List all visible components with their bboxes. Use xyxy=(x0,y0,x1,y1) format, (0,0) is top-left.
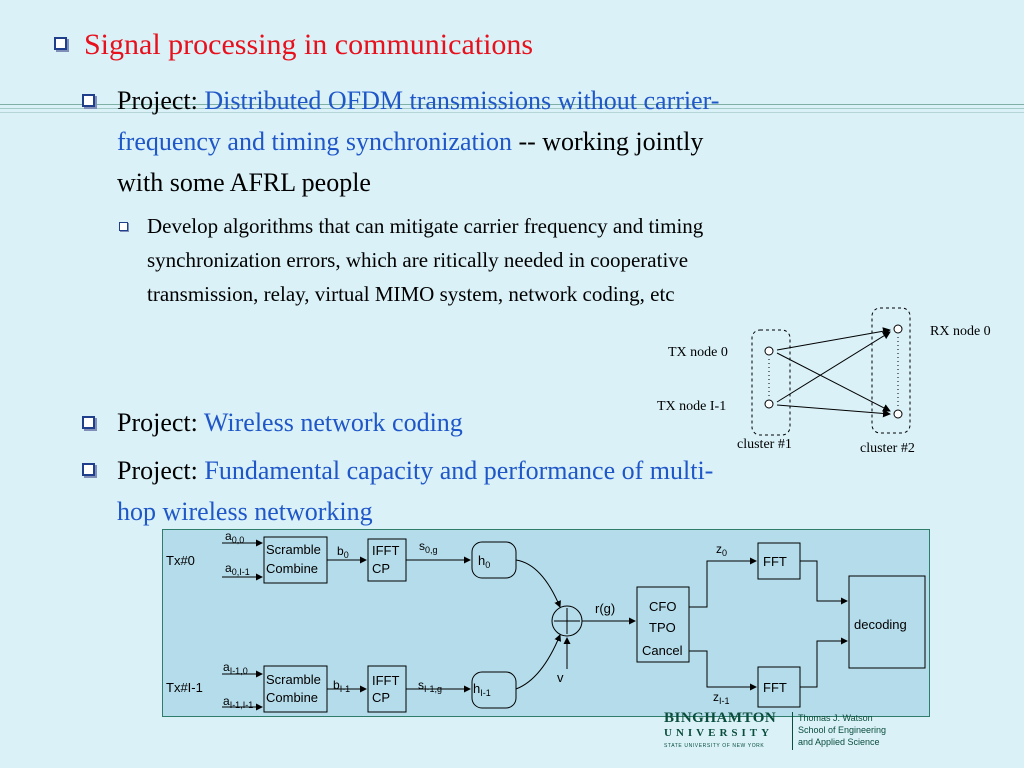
sub-bullet-icon xyxy=(119,222,128,231)
project-prefix: Project: xyxy=(117,408,204,437)
sub-bullet-line3: transmission, relay, virtual MIMO system… xyxy=(147,282,675,306)
cluster-1-box xyxy=(751,329,791,436)
project-title-part2: frequency and timing synchronization xyxy=(117,127,512,156)
logo-divider xyxy=(792,712,793,750)
rx-node-0-label: RX node 0 xyxy=(930,324,991,339)
sub-bullet-line2: synchronization errors, which are ritica… xyxy=(147,248,689,272)
tx-node-0-label: TX node 0 xyxy=(668,345,728,360)
bullet-icon xyxy=(82,416,95,429)
slide-title: Signal processing in communications xyxy=(84,28,534,61)
project-title-part1: Fundamental capacity and performance of … xyxy=(204,456,714,485)
decoding-box xyxy=(848,575,926,669)
bullet-project-network-coding: Project: Wireless network coding xyxy=(117,402,463,443)
project-line3: with some AFRL people xyxy=(117,168,371,197)
rx-node-0-circle xyxy=(893,324,903,334)
combine-label: Combine xyxy=(266,561,318,576)
university-word: UNIVERSITY xyxy=(664,727,774,739)
bullet-icon xyxy=(82,94,95,107)
decorative-line xyxy=(0,108,1024,109)
bullet-icon xyxy=(82,463,95,476)
university-tagline: STATE UNIVERSITY OF NEW YORK xyxy=(664,743,765,749)
school-line2: School of Engineering xyxy=(798,725,887,735)
svg-text:b0: b0 xyxy=(337,544,349,560)
decorative-line xyxy=(0,112,1024,113)
university-logo: BINGHAMTON UNIVERSITY STATE UNIVERSITY O… xyxy=(664,710,894,754)
ifft-cp-box-bottom xyxy=(367,665,407,713)
tx0-label: Tx#0 xyxy=(166,553,195,568)
decorative-line xyxy=(0,104,1024,105)
tx-node-last-circle xyxy=(764,399,774,409)
ifft-cp-box-top xyxy=(367,538,407,582)
cluster-2-box xyxy=(871,307,911,434)
cancel-label: Cancel xyxy=(642,643,683,658)
fft-label: FFT xyxy=(763,680,787,695)
decoding-label: decoding xyxy=(854,617,907,632)
project-prefix: Project: xyxy=(117,456,205,485)
rx-node-last-circle xyxy=(893,409,903,419)
sub-bullet-line1: Develop algorithms that can mitigate car… xyxy=(147,214,704,238)
cfo-label: CFO xyxy=(649,599,676,614)
bullet-project-capacity: Project: Fundamental capacity and perfor… xyxy=(117,450,917,532)
cluster-1-label: cluster #1 xyxy=(737,437,792,452)
fft-label: FFT xyxy=(763,554,787,569)
cluster-2-label: cluster #2 xyxy=(860,441,915,456)
university-name: BINGHAMTON xyxy=(664,710,777,726)
project-title-part1: Distributed OFDM transmissions without c… xyxy=(204,86,720,115)
combine-label: Combine xyxy=(266,690,318,705)
project-suffix: -- working jointly xyxy=(511,127,704,156)
ifft-label: IFFT xyxy=(372,543,399,558)
project-prefix: Project: xyxy=(117,86,205,115)
project-title-part2: hop wireless networking xyxy=(117,497,373,526)
tx-node-0-circle xyxy=(764,346,774,356)
tx-last-label: Tx#I-1 xyxy=(166,680,203,695)
received-signal-label: r(g) xyxy=(595,601,615,616)
ofdm-block-diagram: Tx#0 a0,0 a0,I-1 Scramble Combine b0 IFF… xyxy=(162,529,930,717)
project-title: Wireless network coding xyxy=(203,408,463,437)
noise-label: v xyxy=(557,670,564,685)
cp-label: CP xyxy=(372,561,390,576)
tpo-label: TPO xyxy=(649,620,676,635)
title-bullet-icon xyxy=(54,37,67,50)
sub-bullet-text: Develop algorithms that can mitigate car… xyxy=(147,209,927,311)
school-name: Thomas J. Watson School of Engineering a… xyxy=(798,712,886,748)
channel-hlast-box xyxy=(471,671,517,709)
svg-text:z0: z0 xyxy=(716,542,727,558)
bullet-project-ofdm: Project: Distributed OFDM transmissions … xyxy=(117,80,937,203)
cfo-tpo-cancel-box xyxy=(636,586,690,663)
scramble-label: Scramble xyxy=(266,542,321,557)
school-line1: Thomas J. Watson xyxy=(798,713,873,723)
scramble-combine-box-top xyxy=(263,536,328,584)
ifft-label: IFFT xyxy=(372,673,399,688)
cp-label: CP xyxy=(372,690,390,705)
school-line3: and Applied Science xyxy=(798,737,880,747)
scramble-label: Scramble xyxy=(266,672,321,687)
scramble-combine-box-bottom xyxy=(263,665,328,713)
tx-node-last-label: TX node I-1 xyxy=(657,399,726,414)
cluster-diagram: TX node 0 TX node I-1 RX node 0 cluster … xyxy=(657,307,991,456)
